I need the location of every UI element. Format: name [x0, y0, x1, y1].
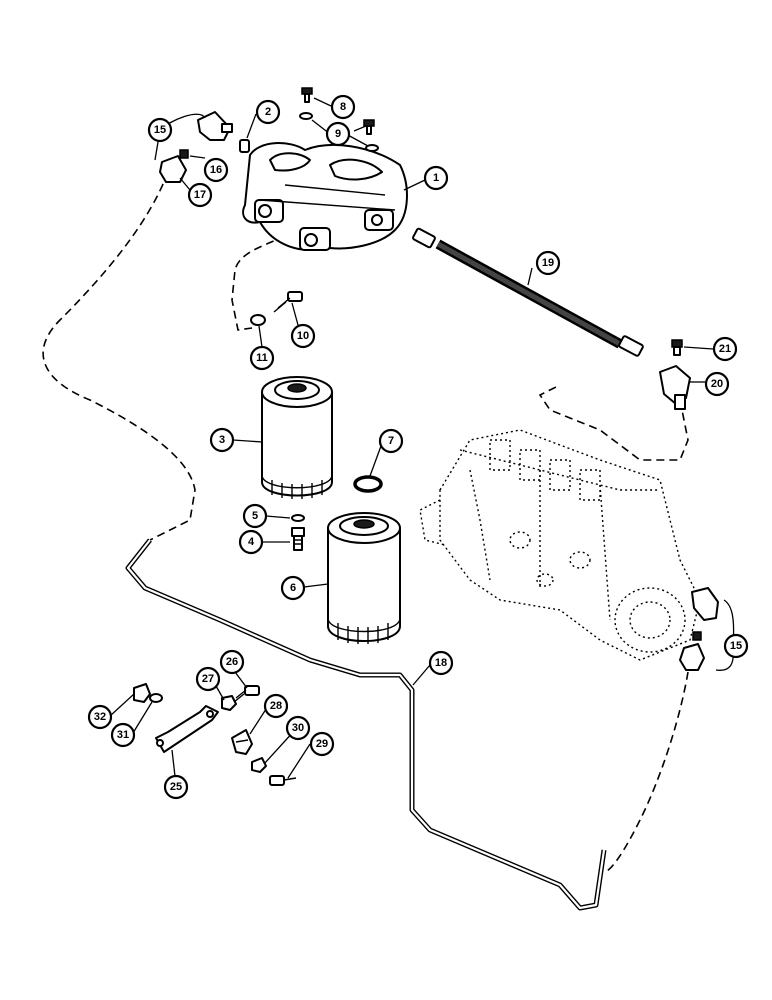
- nut-30: [251, 757, 267, 773]
- svg-text:15: 15: [730, 640, 742, 652]
- fuel-return-line-dashed: [42, 171, 196, 541]
- filter-head: [242, 142, 408, 251]
- svg-text:5: 5: [252, 510, 258, 522]
- svg-text:4: 4: [248, 536, 255, 548]
- callout-16: 16: [203, 157, 229, 183]
- svg-text:6: 6: [290, 582, 296, 594]
- banjo-fitting-20: [659, 365, 691, 410]
- callout-28: 28: [263, 693, 289, 719]
- callout-26: 26: [219, 649, 245, 675]
- callout-29: 29: [309, 731, 335, 757]
- callout-25: 25: [163, 774, 189, 800]
- elbow-fitting-lower: [679, 587, 719, 671]
- callout-6: 6: [280, 575, 306, 601]
- svg-text:20: 20: [711, 378, 723, 390]
- callout-15-top: 15: [147, 117, 173, 143]
- svg-text:29: 29: [316, 738, 328, 750]
- bolt-26: [233, 685, 260, 703]
- svg-text:7: 7: [388, 435, 394, 447]
- svg-text:18: 18: [435, 657, 447, 669]
- fuel-hose: [412, 227, 644, 357]
- callout-30: 30: [285, 715, 311, 741]
- bleed-screw-21: [671, 339, 683, 356]
- svg-text:2: 2: [265, 106, 271, 118]
- callout-11: 11: [249, 345, 275, 371]
- elbow-fitting-top: [197, 111, 233, 141]
- callout-21: 21: [712, 336, 738, 362]
- nut-27: [221, 695, 237, 711]
- filter-element-6: [327, 512, 401, 644]
- injection-pump-phantom: [419, 429, 701, 661]
- callout-19: 19: [535, 250, 561, 276]
- callout-17: 17: [187, 182, 213, 208]
- bolt-29: [269, 775, 297, 786]
- svg-text:9: 9: [335, 128, 341, 140]
- o-ring-5: [291, 514, 305, 522]
- svg-text:28: 28: [270, 700, 282, 712]
- svg-text:21: 21: [719, 343, 731, 355]
- washer-31: [149, 693, 163, 703]
- screw-8-top: [301, 87, 313, 103]
- drain-plug-4: [291, 527, 305, 551]
- callout-18: 18: [428, 650, 454, 676]
- svg-text:16: 16: [210, 164, 222, 176]
- svg-text:27: 27: [202, 673, 214, 685]
- seal-ring-7: [353, 475, 383, 493]
- svg-text:26: 26: [226, 656, 238, 668]
- svg-text:11: 11: [256, 352, 268, 364]
- washer-9-left: [299, 112, 313, 120]
- callout-32: 32: [87, 704, 113, 730]
- svg-text:1: 1: [433, 172, 439, 184]
- ferrule-16: [179, 149, 189, 159]
- callout-3: 3: [209, 427, 235, 453]
- washer-11: [250, 314, 266, 326]
- bolt-10: [273, 291, 303, 313]
- callout-1: 1: [423, 165, 449, 191]
- pump-return-dashed-link: [604, 671, 689, 873]
- washer-9-right: [365, 144, 379, 152]
- filter-head-dashed-link: [231, 234, 286, 331]
- callout-10: 10: [290, 323, 316, 349]
- callout-5: 5: [242, 503, 268, 529]
- nut-17: [159, 155, 187, 183]
- clip-28: [231, 729, 253, 755]
- injection-pump-dashed-link: [538, 384, 689, 461]
- svg-text:15: 15: [154, 124, 166, 136]
- callout-9: 9: [325, 121, 351, 147]
- svg-text:19: 19: [542, 257, 554, 269]
- callout-15-lower: 15: [723, 633, 749, 659]
- filter-element-3: [261, 376, 333, 499]
- bracket-25: [155, 705, 219, 753]
- callout-20: 20: [704, 371, 730, 397]
- callout-27: 27: [195, 666, 221, 692]
- callout-4: 4: [238, 529, 264, 555]
- svg-text:32: 32: [94, 711, 106, 723]
- svg-text:8: 8: [340, 101, 346, 113]
- screw-8-right: [363, 119, 375, 135]
- svg-text:30: 30: [292, 722, 304, 734]
- svg-text:17: 17: [194, 189, 206, 201]
- plug-2: [239, 139, 250, 153]
- svg-text:10: 10: [297, 330, 309, 342]
- nut-32: [133, 683, 151, 703]
- callout-31: 31: [110, 722, 136, 748]
- fuel-line-tube: [125, 538, 607, 911]
- svg-text:3: 3: [219, 434, 225, 446]
- callout-7: 7: [378, 428, 404, 454]
- callout-2: 2: [255, 99, 281, 125]
- svg-text:25: 25: [170, 781, 182, 793]
- svg-text:31: 31: [117, 729, 129, 741]
- callout-8: 8: [330, 94, 356, 120]
